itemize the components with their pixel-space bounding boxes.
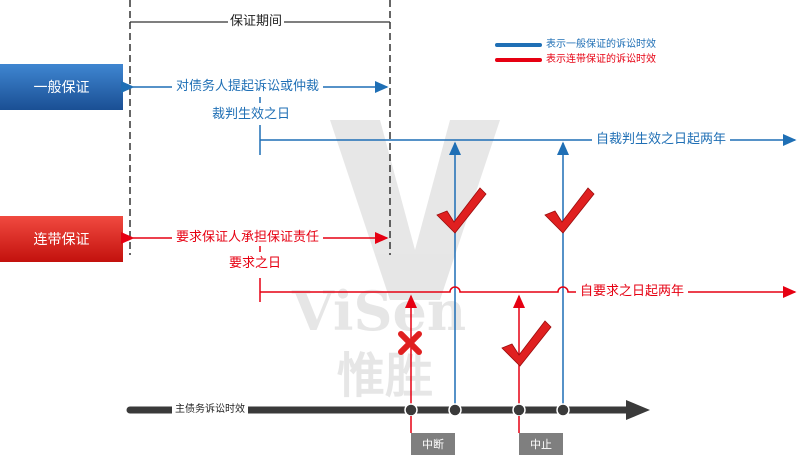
joint-timeline-text: 自要求之日起两年 bbox=[576, 284, 689, 300]
main-debt-arrowhead bbox=[626, 400, 650, 420]
svg-text:ViSen: ViSen bbox=[291, 279, 466, 343]
watermark: ViSen 惟胜 bbox=[291, 120, 500, 404]
check-icon bbox=[501, 320, 552, 367]
interrupt-badge: 中断 bbox=[411, 433, 455, 455]
joint-guarantee-label: 连带保证 bbox=[33, 232, 90, 248]
suspend-badge: 中止 bbox=[519, 433, 563, 455]
main-debt-nodes bbox=[404, 403, 570, 417]
joint-range-text: 要求保证人承担保证责任 bbox=[172, 230, 324, 246]
legend-joint-text: 表示连带保证的诉讼时效 bbox=[546, 54, 656, 65]
cross-icon bbox=[398, 331, 422, 355]
check-icon bbox=[544, 187, 595, 234]
general-start-label: 裁判生效之日 bbox=[212, 107, 291, 122]
svg-text:惟胜: 惟胜 bbox=[337, 348, 433, 404]
guarantee-period-label: 保证期间 bbox=[228, 14, 285, 30]
legend-general-text: 表示一般保证的诉讼时效 bbox=[546, 39, 656, 50]
general-timeline-text: 自裁判生效之日起两年 bbox=[592, 132, 731, 148]
general-range-text: 对债务人提起诉讼或仲裁 bbox=[172, 79, 324, 95]
main-debt-label: 主债务诉讼时效 bbox=[172, 402, 248, 418]
joint-start-label: 要求之日 bbox=[229, 256, 282, 271]
general-guarantee-box bbox=[0, 64, 123, 110]
check-icon bbox=[436, 187, 487, 234]
joint-guarantee-box bbox=[0, 216, 123, 262]
general-guarantee-label: 一般保证 bbox=[33, 80, 90, 96]
joint-timeline-arrow bbox=[260, 286, 797, 298]
